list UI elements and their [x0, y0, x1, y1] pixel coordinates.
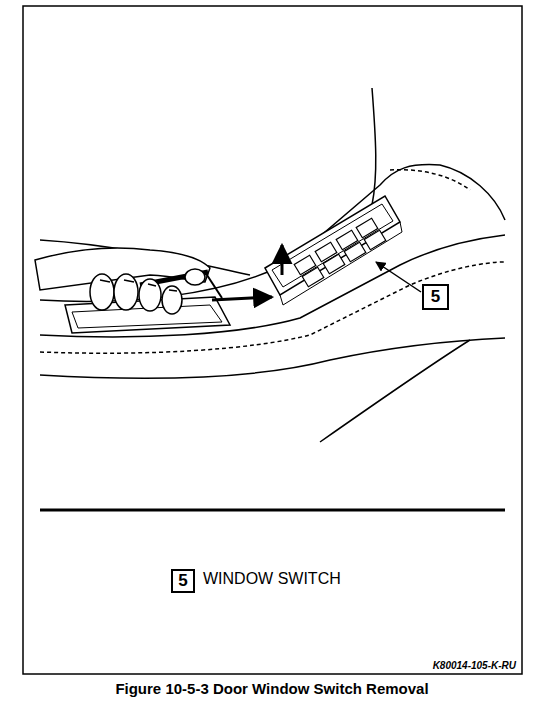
callout-number: 5 — [431, 287, 440, 307]
callout-number: 5 — [178, 571, 187, 591]
separator — [40, 509, 505, 512]
window-switch — [265, 196, 402, 305]
callout-box: 5 — [171, 569, 195, 593]
drawing-code: K80014-105-K-RU — [433, 660, 516, 671]
hand — [35, 248, 222, 314]
figure-caption: Figure 10-5-3 Door Window Switch Removal — [115, 680, 428, 697]
lift-arrow — [281, 245, 284, 275]
callout-box: 5 — [422, 284, 449, 310]
leader-line — [376, 262, 421, 292]
frame — [23, 6, 522, 674]
part-name: WINDOW SWITCH — [203, 570, 341, 588]
